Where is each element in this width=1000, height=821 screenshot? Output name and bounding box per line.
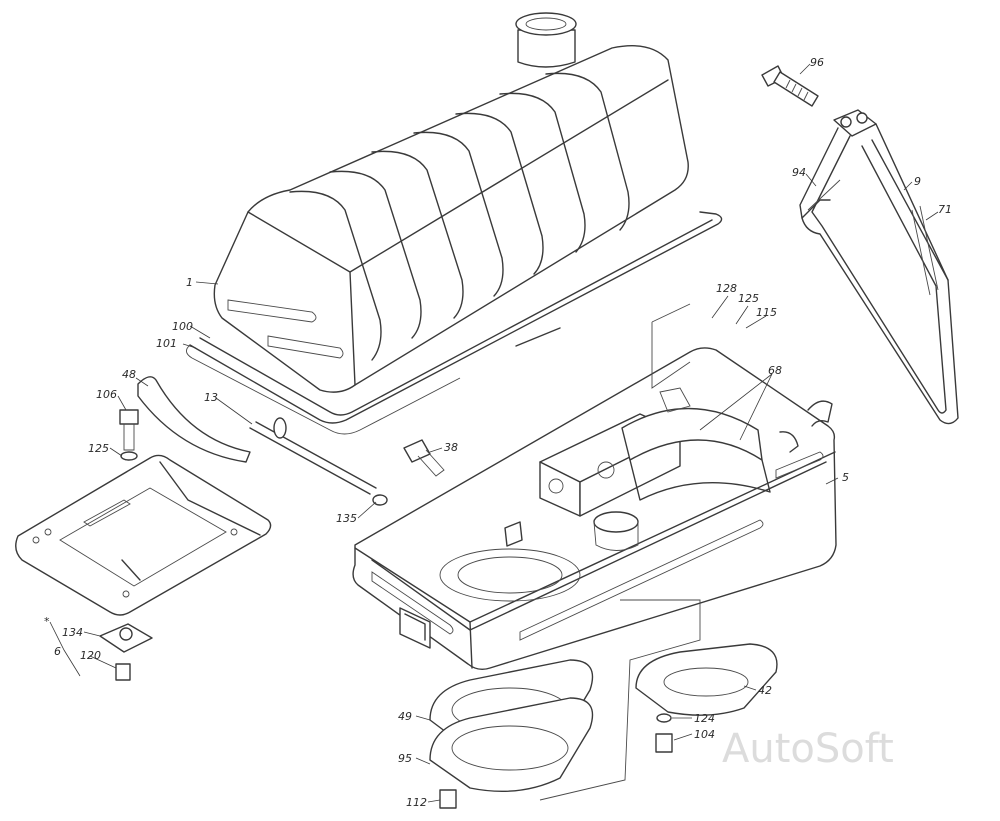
label-112: 112 <box>406 796 427 809</box>
bottom-gaskets <box>429 599 778 809</box>
label-13: 13 <box>204 391 218 404</box>
label-120: 120 <box>80 649 101 662</box>
label-38: 38 <box>444 441 458 454</box>
label-68: 68 <box>768 364 782 377</box>
label-5: 5 <box>842 471 849 484</box>
label-101: 101 <box>156 337 177 350</box>
mounting-plate <box>15 376 272 681</box>
label-100: 100 <box>172 320 193 333</box>
tank-cover <box>186 12 723 435</box>
label-124: 124 <box>694 712 715 725</box>
tank-tray <box>352 303 837 671</box>
mounting-strap <box>761 65 959 425</box>
label-96: 96 <box>810 56 824 69</box>
leader-lines <box>49 63 939 803</box>
label-115: 115 <box>756 306 777 319</box>
rod-and-fittings <box>249 417 445 506</box>
label-71: 71 <box>938 203 952 216</box>
label-95: 95 <box>398 752 412 765</box>
label-1: 1 <box>186 276 193 289</box>
label-135: 135 <box>336 512 357 525</box>
label-94: 94 <box>792 166 806 179</box>
label-49: 49 <box>398 710 412 723</box>
label-134: 134 <box>62 626 83 639</box>
label-6: 6 <box>54 645 61 658</box>
label-42: 42 <box>758 684 772 697</box>
label-104: 104 <box>694 728 715 741</box>
label-star: * <box>44 615 50 628</box>
part-labels: 1 5 6 9 13 38 42 48 49 68 71 94 95 96 10… <box>44 56 952 809</box>
label-125-right: 125 <box>738 292 759 305</box>
label-9: 9 <box>914 175 921 188</box>
label-48: 48 <box>122 368 136 381</box>
label-128: 128 <box>716 282 737 295</box>
watermark: AutoSoft <box>722 726 894 772</box>
label-106: 106 <box>96 388 117 401</box>
label-125-left: 125 <box>88 442 109 455</box>
